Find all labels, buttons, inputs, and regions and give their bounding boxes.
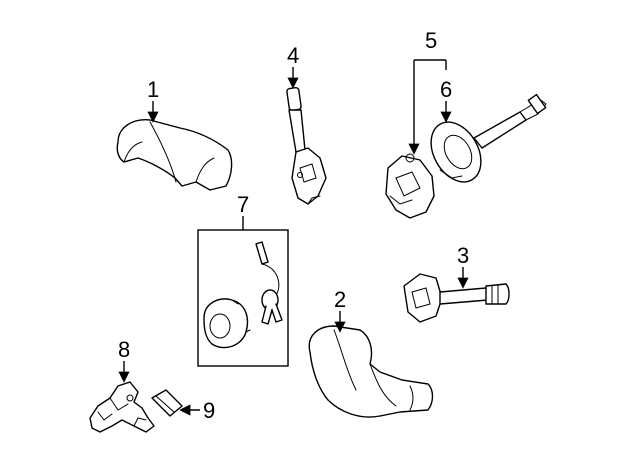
callout-3: 3 [457, 243, 469, 268]
part-4-wiper-switch[interactable] [286, 86, 327, 205]
callout-9: 9 [203, 398, 215, 423]
callout-6: 6 [440, 77, 452, 102]
part-7-lock-cylinder[interactable] [203, 241, 283, 349]
part-3-turn-signal-switch[interactable] [403, 273, 510, 323]
callout-1: 1 [147, 77, 159, 102]
callout-7: 7 [237, 192, 249, 217]
callout-2: 2 [334, 287, 346, 312]
part-6-clock-spring[interactable] [421, 93, 547, 191]
part-8-ignition-switch[interactable] [89, 381, 155, 433]
callout-4: 4 [287, 43, 299, 68]
callout-5: 5 [425, 28, 437, 53]
callout-8: 8 [118, 337, 130, 362]
part-9-connector[interactable] [151, 389, 183, 417]
part-1-column-shroud[interactable] [116, 119, 233, 191]
part-2-lower-cover[interactable] [308, 325, 434, 418]
part-5-clock-spring-housing[interactable] [385, 153, 435, 219]
